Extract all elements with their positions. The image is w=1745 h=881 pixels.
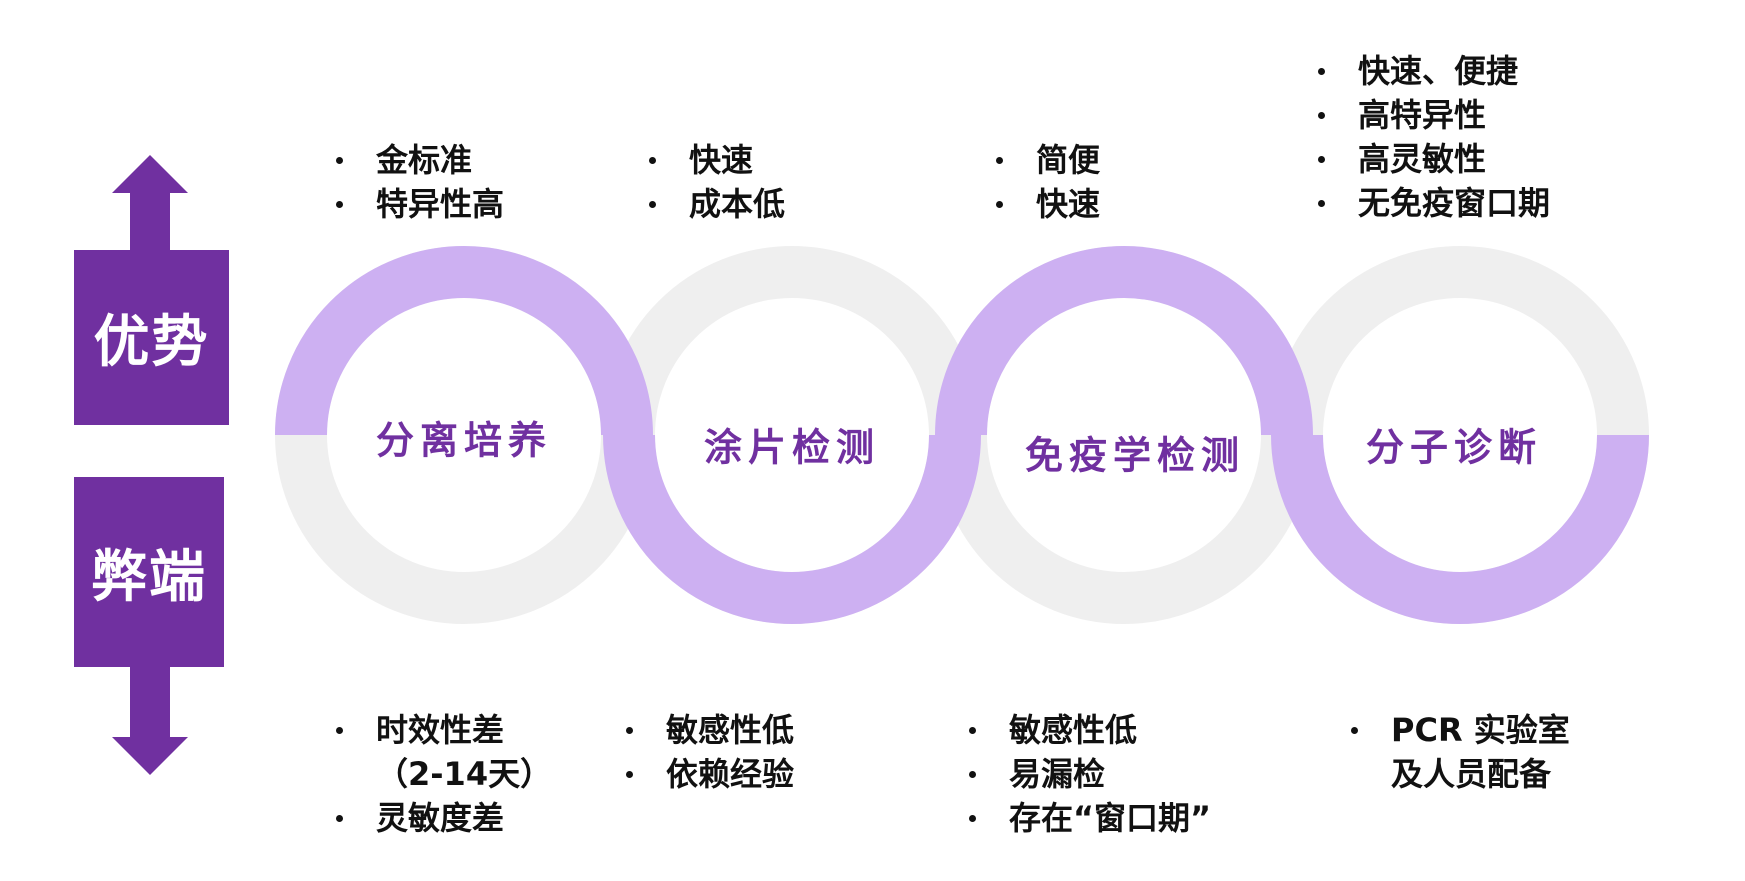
list-item: 快速 bbox=[990, 182, 1100, 226]
disadvantages-list-2: 敏感性低依赖经验 bbox=[620, 708, 794, 796]
wave-arc-3 bbox=[935, 246, 1313, 436]
list-item-text: 存在“窗口期” bbox=[1009, 799, 1212, 837]
list-item-text: 高特异性 bbox=[1358, 96, 1487, 134]
list-item: 金标准 bbox=[330, 138, 504, 182]
list-item: 高特异性 bbox=[1312, 93, 1550, 137]
advantage-label: 优势 bbox=[93, 310, 210, 375]
list-item-text: 敏感性低 bbox=[1009, 711, 1138, 749]
list-item: PCR 实验室及人员配备 bbox=[1345, 708, 1570, 796]
list-item: 简便 bbox=[990, 138, 1100, 182]
list-item-text: 金标准 bbox=[376, 141, 473, 179]
list-item-text: 特异性高 bbox=[376, 185, 505, 223]
list-item: 存在“窗口期” bbox=[963, 796, 1211, 840]
advantages-list-2: 快速成本低 bbox=[643, 138, 785, 226]
disadvantages-list-1: 时效性差 （2-14天） 灵敏度差 bbox=[330, 708, 552, 840]
list-item: 快速、便捷 bbox=[1312, 49, 1550, 93]
list-item: 成本低 bbox=[643, 182, 785, 226]
wave-arc-1 bbox=[275, 246, 653, 436]
advantages-list-1: 金标准特异性高 bbox=[330, 138, 504, 226]
advantages-list-3: 简便快速 bbox=[990, 138, 1100, 226]
disadvantages-list-3: 敏感性低易漏检存在“窗口期” bbox=[963, 708, 1211, 840]
list-item-text: 快速 bbox=[689, 141, 754, 179]
list-item: 敏感性低 bbox=[620, 708, 794, 752]
list-item-text: （2-14天） bbox=[376, 755, 553, 793]
disadvantages-list-4: PCR 实验室及人员配备 bbox=[1345, 708, 1570, 796]
disadvantage-label: 弊端 bbox=[91, 544, 207, 610]
disadvantage-label-box: 弊端 bbox=[74, 477, 224, 667]
list-item: 时效性差 （2-14天） bbox=[330, 708, 552, 796]
list-item: 易漏检 bbox=[963, 752, 1211, 796]
list-item: 灵敏度差 bbox=[330, 796, 552, 840]
list-item-text: PCR 实验室 bbox=[1391, 711, 1570, 749]
arrow-down-icon bbox=[112, 667, 188, 775]
list-item: 快速 bbox=[643, 138, 785, 182]
list-item-text: 成本低 bbox=[689, 185, 786, 223]
list-item: 高灵敏性 bbox=[1312, 137, 1550, 181]
list-item-text: 快速 bbox=[1036, 185, 1101, 223]
list-item: 敏感性低 bbox=[963, 708, 1211, 752]
list-item-text: 依赖经验 bbox=[666, 755, 795, 793]
list-item-text: 快速、便捷 bbox=[1358, 52, 1519, 90]
wave-arc-4 bbox=[1271, 434, 1649, 624]
wave-arc-2 bbox=[603, 434, 981, 624]
list-item-text: 简便 bbox=[1036, 141, 1101, 179]
method-label-2: 涂片检测 bbox=[703, 425, 881, 470]
list-item-text: 高灵敏性 bbox=[1358, 140, 1487, 178]
method-label-1: 分离培养 bbox=[375, 418, 553, 463]
advantage-label-box: 优势 bbox=[74, 250, 229, 425]
list-item-text: 时效性差 bbox=[376, 711, 505, 749]
method-label-3: 免疫学检测 bbox=[1024, 433, 1246, 478]
list-item-text: 无免疫窗口期 bbox=[1358, 184, 1551, 222]
list-item-text: 及人员配备 bbox=[1391, 755, 1552, 793]
list-item: 依赖经验 bbox=[620, 752, 794, 796]
list-item: 特异性高 bbox=[330, 182, 504, 226]
method-label-4: 分子诊断 bbox=[1365, 425, 1543, 470]
list-item-text: 敏感性低 bbox=[666, 711, 795, 749]
list-item-text: 灵敏度差 bbox=[376, 799, 505, 837]
list-item: 无免疫窗口期 bbox=[1312, 181, 1550, 225]
arrow-up-icon bbox=[112, 155, 188, 250]
advantages-list-4: 快速、便捷高特异性高灵敏性无免疫窗口期 bbox=[1312, 49, 1550, 225]
list-item-text: 易漏检 bbox=[1009, 755, 1106, 793]
